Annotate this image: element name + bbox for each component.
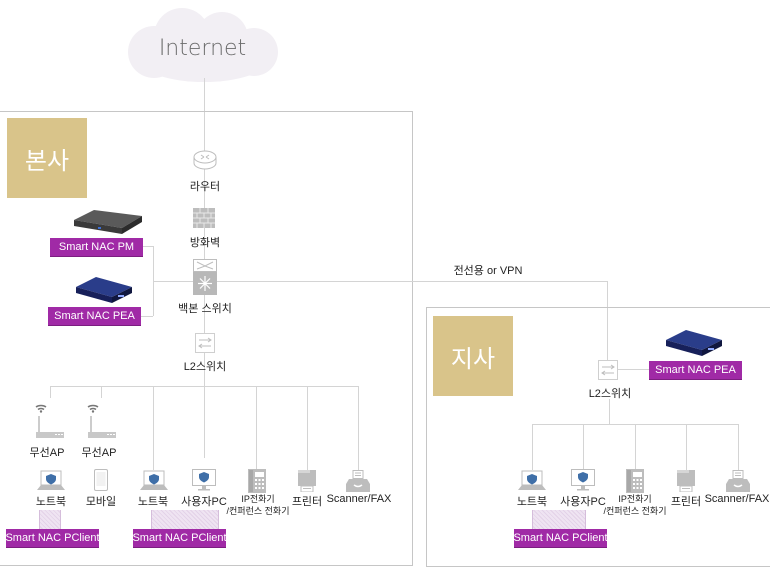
hq-trunk xyxy=(204,168,205,458)
bus-drop xyxy=(50,386,51,398)
laptop-icon xyxy=(140,470,168,490)
backbone-switch-icon xyxy=(193,259,217,295)
smart-nac-pea-badge: Smart NAC PEA xyxy=(48,307,141,326)
branch-trunk xyxy=(609,399,610,424)
internet-label: Internet xyxy=(158,36,247,61)
pclient-coverage xyxy=(39,510,61,530)
bus-drop xyxy=(256,386,257,470)
bus-drop xyxy=(153,386,154,470)
firewall-icon xyxy=(193,208,215,228)
branch-smart-nac-pea-badge: Smart NAC PEA xyxy=(649,361,742,380)
branch-l2-switch-label: L2스위치 xyxy=(588,388,632,400)
wireless-ap-label: 무선AP xyxy=(81,447,117,459)
smart-nac-pclient-badge: Smart NAC PClient xyxy=(132,529,227,548)
bus-drop xyxy=(635,424,636,470)
appliance-blue-icon xyxy=(666,330,722,356)
pclient-coverage xyxy=(532,510,586,530)
backbone-switch-label: 백본 스위치 xyxy=(178,303,232,315)
wan-link xyxy=(217,281,607,282)
wireless-ap-icon xyxy=(35,404,64,438)
desktop-pc-icon xyxy=(192,469,216,491)
l2-switch-icon xyxy=(598,360,618,380)
l2-to-pea-link xyxy=(618,369,650,370)
internet-cloud xyxy=(128,8,278,82)
bus-drop xyxy=(583,424,584,470)
bus-drop xyxy=(358,386,359,470)
appliance-to-backbone xyxy=(153,281,193,282)
endpoint-label-line2: /컨퍼런스 전화기 xyxy=(603,506,667,516)
bus-drop xyxy=(738,424,739,470)
endpoint-label: 프린터 xyxy=(670,496,702,508)
uplink-line xyxy=(204,78,205,153)
router-label: 라우터 xyxy=(189,181,221,193)
endpoint-label: Scanner/FAX xyxy=(326,493,392,505)
branch-smart-nac-pclient-badge: Smart NAC PClient xyxy=(513,529,608,548)
endpoint-label: IP전화기 xyxy=(241,494,275,504)
scanner-fax-icon xyxy=(726,470,750,492)
appliance-blue-icon xyxy=(76,277,132,303)
bus-drop xyxy=(307,386,308,470)
endpoint-label: 노트북 xyxy=(35,496,67,508)
laptop-icon xyxy=(518,470,546,490)
smart-nac-pm-badge: Smart NAC PM xyxy=(50,238,143,257)
ip-phone-icon xyxy=(626,469,644,493)
endpoint-label: 프린터 xyxy=(291,496,323,508)
firewall-label: 방화벽 xyxy=(189,237,221,249)
branch-site-label: 지사 xyxy=(433,316,513,396)
l2-switch-label: L2스위치 xyxy=(183,361,227,373)
l2-switch-icon xyxy=(195,333,215,353)
bus-drop xyxy=(686,424,687,470)
wan-drop xyxy=(607,281,608,361)
mobile-icon xyxy=(94,469,108,491)
smart-nac-pclient-badge: Smart NAC PClient xyxy=(5,529,100,548)
laptop-icon xyxy=(37,470,65,490)
wan-label: 전선용 or VPN xyxy=(453,265,523,277)
bus-drop xyxy=(532,424,533,470)
desktop-pc-icon xyxy=(571,469,595,491)
pm-link xyxy=(143,246,153,247)
endpoint-label: IP전화기 xyxy=(618,494,652,504)
hq-bus xyxy=(50,386,359,387)
router-icon xyxy=(193,150,217,170)
endpoint-label-line2: /컨퍼런스 전화기 xyxy=(226,506,290,516)
bus-drop xyxy=(101,386,102,398)
ip-phone-icon xyxy=(248,469,266,493)
appliance-gray-icon xyxy=(74,210,142,234)
scanner-fax-icon xyxy=(346,470,370,492)
wireless-ap-label: 무선AP xyxy=(29,447,65,459)
endpoint-label: 사용자PC xyxy=(181,496,227,508)
endpoint-label: Scanner/FAX xyxy=(704,493,770,505)
pclient-coverage xyxy=(151,510,219,530)
wireless-ap-icon xyxy=(87,404,116,438)
endpoint-label: 노트북 xyxy=(137,496,169,508)
printer-icon xyxy=(677,470,695,492)
endpoint-label: 노트북 xyxy=(516,496,548,508)
hq-site-label: 본사 xyxy=(7,118,87,198)
printer-icon xyxy=(298,470,316,492)
pea-link xyxy=(141,316,153,317)
endpoint-label: 사용자PC xyxy=(560,496,606,508)
endpoint-label: 모바일 xyxy=(85,496,117,508)
